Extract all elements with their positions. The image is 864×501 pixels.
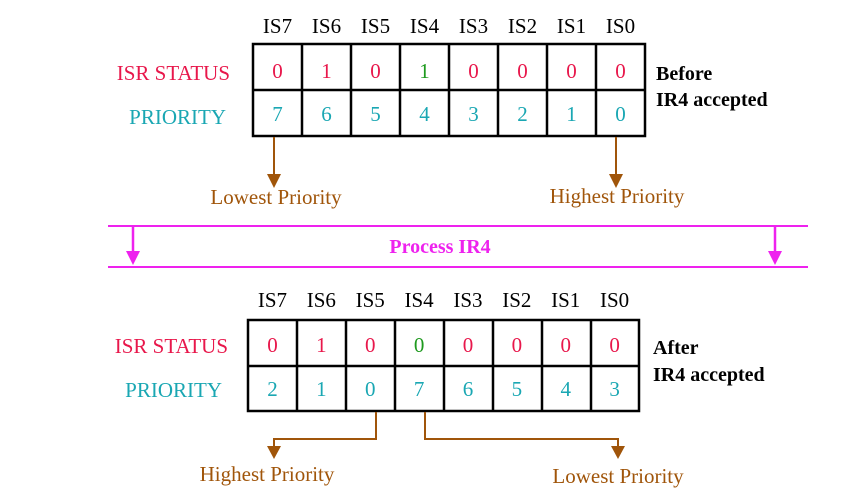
before-isr-cell: 0	[468, 59, 479, 83]
after-lowest-priority-label: Lowest Priority	[552, 464, 684, 488]
after-isr-cell: 1	[316, 333, 327, 357]
after-isr-cell: 0	[414, 333, 425, 357]
before-isr-cell: 1	[321, 59, 332, 83]
after-highest-priority-label: Highest Priority	[200, 462, 335, 486]
after-header-is1: IS1	[551, 288, 580, 312]
after-isr-cell: 0	[463, 333, 474, 357]
after-isr-cell: 0	[560, 333, 571, 357]
after-priority-cell: 2	[267, 377, 278, 401]
before-priority-cell: 4	[419, 102, 430, 126]
after-isr-values: 0 1 0 0 0 0 0 0	[267, 333, 620, 357]
after-header-is2: IS2	[502, 288, 531, 312]
before-priority-cell: 7	[272, 102, 283, 126]
after-isr-status-label: ISR STATUS	[115, 334, 228, 358]
after-header-is7: IS7	[258, 288, 287, 312]
process-right-arrow	[768, 226, 782, 265]
after-priority-cell: 0	[365, 377, 376, 401]
process-band: Process IR4	[108, 225, 808, 268]
after-isr-cell: 0	[512, 333, 523, 357]
after-priority-cell: 6	[463, 377, 474, 401]
before-header-row: IS7 IS6 IS5 IS4 IS3 IS2 IS1 IS0	[263, 14, 635, 38]
before-section: IS7 IS6 IS5 IS4 IS3 IS2 IS1 IS0 ISR STATUS PRIO…	[117, 14, 768, 209]
before-priority-cell: 6	[321, 102, 332, 126]
before-highest-priority-label: Highest Priority	[550, 184, 685, 208]
after-header-is3: IS3	[453, 288, 482, 312]
before-note-line1: Before	[656, 63, 712, 85]
process-left-arrow	[126, 226, 140, 265]
before-lowest-arrow	[267, 137, 281, 188]
before-priority-cell: 5	[370, 102, 381, 126]
before-priority-values: 7 6 5 4 3 2 1 0	[272, 102, 626, 126]
after-isr-cell: 0	[365, 333, 376, 357]
after-priority-cell: 1	[316, 377, 327, 401]
before-isr-status-label: ISR STATUS	[117, 61, 230, 85]
before-lowest-priority-label: Lowest Priority	[210, 185, 342, 209]
after-priority-values: 2 1 0 7 6 5 4 3	[267, 377, 620, 401]
after-priority-cell: 4	[560, 377, 571, 401]
after-note-line1: After	[653, 337, 699, 359]
before-header-is5: IS5	[361, 14, 390, 38]
before-priority-cell: 2	[517, 102, 528, 126]
before-note-line2: IR4 accepted	[656, 89, 768, 111]
before-isr-cell: 1	[419, 59, 430, 83]
before-isr-cell: 0	[370, 59, 381, 83]
after-priority-cell: 3	[609, 377, 620, 401]
before-isr-cell: 0	[272, 59, 283, 83]
before-header-is1: IS1	[557, 14, 586, 38]
after-grid	[246, 318, 641, 413]
after-header-row: IS7 IS6 IS5 IS4 IS3 IS2 IS1 IS0	[258, 288, 629, 312]
after-header-is0: IS0	[600, 288, 629, 312]
process-ir4-label: Process IR4	[389, 236, 490, 258]
before-header-is0: IS0	[606, 14, 635, 38]
before-isr-cell: 0	[615, 59, 626, 83]
after-note-line2: IR4 accepted	[653, 364, 765, 386]
after-isr-cell: 0	[267, 333, 278, 357]
before-priority-cell: 3	[468, 102, 479, 126]
after-priority-label: PRIORITY	[125, 378, 222, 402]
before-isr-cell: 0	[566, 59, 577, 83]
after-lowest-arrow	[424, 412, 625, 459]
after-priority-cell: 7	[414, 377, 425, 401]
before-priority-label: PRIORITY	[129, 105, 226, 129]
after-section: IS7 IS6 IS5 IS4 IS3 IS2 IS1 IS0 ISR STATUS PRIO…	[115, 288, 765, 488]
before-priority-cell: 0	[615, 102, 626, 126]
before-highest-arrow	[609, 137, 623, 188]
after-isr-cell: 0	[609, 333, 620, 357]
after-priority-cell: 5	[512, 377, 523, 401]
before-header-is7: IS7	[263, 14, 292, 38]
after-header-is4: IS4	[404, 288, 434, 312]
before-header-is6: IS6	[312, 14, 341, 38]
before-header-is4: IS4	[410, 14, 440, 38]
before-grid	[251, 42, 647, 138]
before-priority-cell: 1	[566, 102, 577, 126]
after-highest-arrow	[267, 412, 377, 459]
before-header-is2: IS2	[508, 14, 537, 38]
before-isr-cell: 0	[517, 59, 528, 83]
after-header-is6: IS6	[307, 288, 336, 312]
after-header-is5: IS5	[356, 288, 385, 312]
before-header-is3: IS3	[459, 14, 488, 38]
before-isr-values: 0 1 0 1 0 0 0 0	[272, 59, 626, 83]
